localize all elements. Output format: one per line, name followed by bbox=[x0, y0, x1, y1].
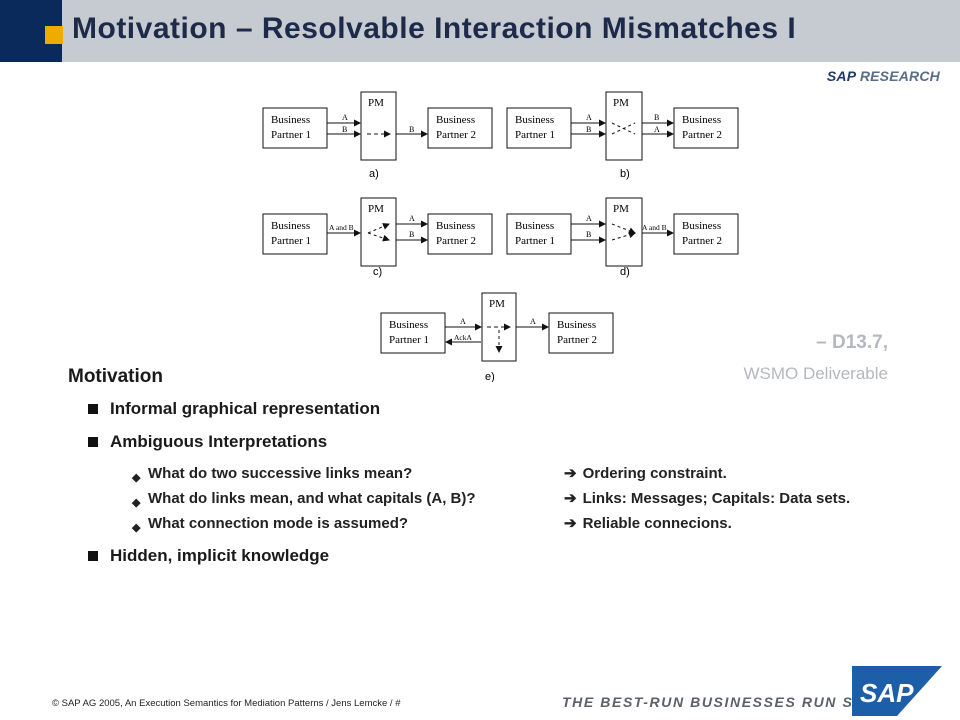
pattern-b-pm: PM bbox=[613, 97, 629, 109]
pattern-c-bp1-line2: Partner 1 bbox=[271, 235, 311, 247]
pattern-b-msg-b: B bbox=[586, 125, 591, 134]
diamond-bullet-icon: ◆ bbox=[132, 497, 141, 509]
pattern-b-bp1-line1: Business bbox=[515, 114, 554, 126]
pattern-e-bp1-line1: Business bbox=[389, 319, 428, 331]
pattern-b-msg-b-out: B bbox=[654, 113, 659, 122]
pattern-d-label: d) bbox=[620, 266, 630, 278]
square-bullet-icon bbox=[88, 404, 98, 414]
pattern-c: Business Partner 1 PM Business Partner 2… bbox=[262, 197, 493, 278]
pattern-d-msg-b: B bbox=[586, 230, 591, 239]
sub-bullet-question: What do links mean, and what capitals (A… bbox=[148, 490, 476, 507]
right-arrow-icon: ➔ bbox=[564, 490, 577, 507]
pattern-e-bp2-line1: Business bbox=[557, 319, 596, 331]
bullet-item: Informal graphical representation bbox=[68, 398, 948, 431]
pattern-d-pm: PM bbox=[613, 203, 629, 215]
footer-copyright: © SAP AG 2005, An Execution Semantics fo… bbox=[52, 698, 401, 709]
pattern-b-label: b) bbox=[620, 168, 630, 180]
pattern-e-label: e) bbox=[485, 371, 495, 382]
pattern-c-bp1-line1: Business bbox=[271, 220, 310, 232]
pattern-c-label: c) bbox=[373, 266, 382, 278]
pattern-e-msg-acka: AckA bbox=[454, 333, 472, 342]
diamond-bullet-icon: ◆ bbox=[132, 472, 141, 484]
header-bar: Motivation – Resolvable Interaction Mism… bbox=[0, 0, 960, 62]
pattern-d-bp1-line2: Partner 1 bbox=[515, 235, 555, 247]
pattern-d-bp1-line1: Business bbox=[515, 220, 554, 232]
pattern-b-bp1-line2: Partner 1 bbox=[515, 129, 555, 141]
pattern-b-msg-a: A bbox=[586, 113, 592, 122]
pattern-e: Business Partner 1 PM Business Partner 2… bbox=[380, 292, 614, 382]
square-bullet-icon bbox=[88, 551, 98, 561]
sap-research-sap-text: SAP bbox=[826, 68, 856, 84]
pattern-e-msg-a: A bbox=[460, 317, 466, 326]
bullet-text: Informal graphical representation bbox=[110, 399, 381, 418]
pattern-c-bp2-line2: Partner 2 bbox=[436, 235, 476, 247]
pattern-a-msg-a: A bbox=[342, 113, 348, 122]
pattern-a-msg-b: B bbox=[342, 125, 347, 134]
sap-research-logo: SAP RESEARCH bbox=[827, 68, 940, 84]
sub-bullet-answer-group: ➔ Ordering constraint. bbox=[564, 464, 727, 484]
pattern-d-msg-a: A bbox=[586, 214, 592, 223]
sub-bullet-item: ◆ What do two successive links mean? ➔ Or… bbox=[68, 464, 948, 489]
slide-content: Motivation Informal graphical representa… bbox=[68, 366, 948, 578]
sub-bullet-answer: Links: Messages; Capitals: Data sets. bbox=[582, 490, 851, 507]
pattern-e-bp2-line2: Partner 2 bbox=[557, 334, 597, 346]
pattern-d: Business Partner 1 PM Business Partner 2… bbox=[506, 197, 739, 278]
pattern-a-bp1-line1: Business bbox=[271, 114, 310, 126]
pattern-e-bp1-line2: Partner 1 bbox=[389, 334, 429, 346]
right-arrow-icon: ➔ bbox=[564, 465, 577, 482]
bullet-item: Ambiguous Interpretations bbox=[68, 431, 948, 464]
header-accent-square bbox=[45, 26, 63, 44]
slide-title: Motivation – Resolvable Interaction Mism… bbox=[72, 12, 797, 45]
pattern-b-bp2-line1: Business bbox=[682, 114, 721, 126]
sub-bullet-answer: Reliable connecions. bbox=[582, 515, 732, 532]
pattern-d-msg-a-and-b: A and B bbox=[642, 223, 667, 232]
mediation-patterns-diagram: Business Partner 1 PM Business Partner 2… bbox=[262, 91, 739, 382]
pattern-a: Business Partner 1 PM Business Partner 2… bbox=[262, 91, 493, 180]
bullet-item: Hidden, implicit knowledge bbox=[68, 545, 948, 578]
sub-bullet-answer-group: ➔ Links: Messages; Capitals: Data sets. bbox=[564, 489, 850, 509]
pattern-c-msg-a-and-b: A and B bbox=[329, 223, 354, 232]
pattern-c-pm: PM bbox=[368, 203, 384, 215]
right-arrow-icon: ➔ bbox=[564, 515, 577, 532]
sub-bullet-question: What do two successive links mean? bbox=[148, 465, 413, 482]
pattern-b-msg-a-out: A bbox=[654, 125, 660, 134]
pattern-e-msg-a-out: A bbox=[530, 317, 536, 326]
sub-bullet-question: What connection mode is assumed? bbox=[148, 515, 409, 532]
sap-research-research-text: RESEARCH bbox=[859, 68, 940, 84]
footer-tagline: THE BEST-RUN BUSINESSES RUN SAP bbox=[562, 694, 877, 710]
pattern-d-bp2-line2: Partner 2 bbox=[682, 235, 722, 247]
sub-bullet-answer-group: ➔ Reliable connecions. bbox=[564, 514, 732, 534]
square-bullet-icon bbox=[88, 437, 98, 447]
pattern-b-bp2-line2: Partner 2 bbox=[682, 129, 722, 141]
pattern-c-msg-a-out: A bbox=[409, 214, 415, 223]
reference-source: WSMO Deliverable bbox=[743, 364, 888, 383]
pattern-d-bp2-line1: Business bbox=[682, 220, 721, 232]
pattern-b: Business Partner 1 PM Business Partner 2… bbox=[506, 91, 739, 180]
bullet-text: Ambiguous Interpretations bbox=[110, 432, 328, 451]
sap-logo-icon: SAP bbox=[852, 666, 942, 716]
pattern-a-pm: PM bbox=[368, 97, 384, 109]
section-title: Motivation bbox=[68, 366, 163, 387]
pattern-a-bp2-line2: Partner 2 bbox=[436, 129, 476, 141]
diamond-bullet-icon: ◆ bbox=[132, 522, 141, 534]
pattern-a-bp1-line2: Partner 1 bbox=[271, 129, 311, 141]
sap-logo-text: SAP bbox=[860, 678, 914, 708]
sub-bullet-item: ◆ What connection mode is assumed? ➔ Reli… bbox=[68, 514, 948, 539]
pattern-c-msg-b-out: B bbox=[409, 230, 414, 239]
bullet-text: Hidden, implicit knowledge bbox=[110, 546, 330, 565]
reference-id: – D13.7, bbox=[816, 332, 888, 353]
pattern-a-label: a) bbox=[369, 168, 379, 180]
pattern-a-msg-b-out: B bbox=[409, 125, 414, 134]
pattern-e-pm: PM bbox=[489, 298, 505, 310]
sub-bullet-answer: Ordering constraint. bbox=[582, 465, 727, 482]
pattern-c-bp2-line1: Business bbox=[436, 220, 475, 232]
sub-bullet-item: ◆ What do links mean, and what capitals … bbox=[68, 489, 948, 514]
pattern-a-bp2-line1: Business bbox=[436, 114, 475, 126]
